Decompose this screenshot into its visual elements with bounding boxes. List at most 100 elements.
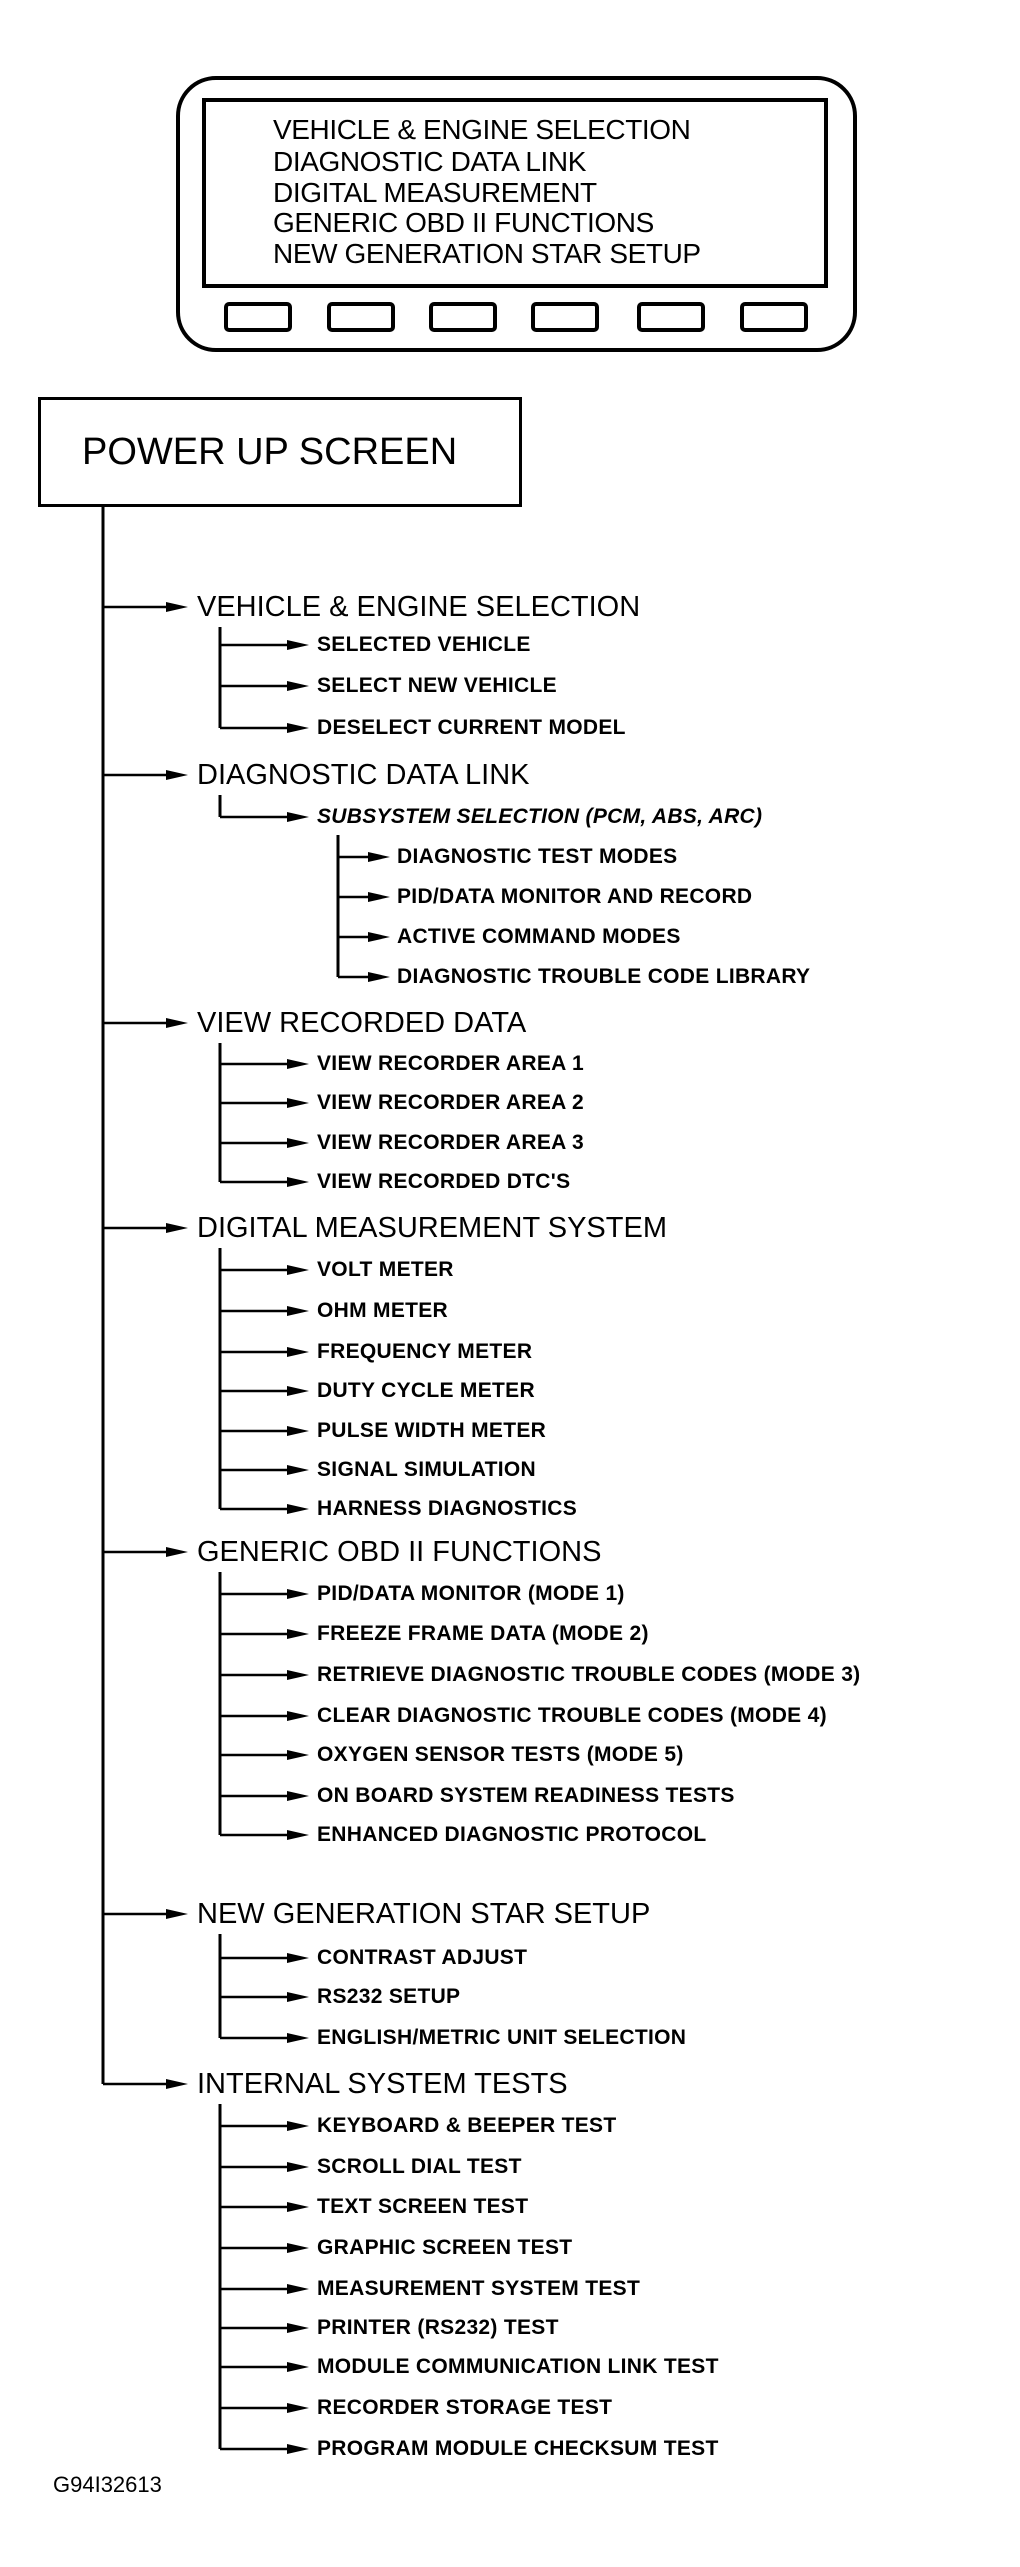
device-soft-key-4[interactable] bbox=[531, 302, 599, 332]
item-connector-arrowhead-icon bbox=[287, 1138, 309, 1148]
menu-item: ENHANCED DIAGNOSTIC PROTOCOL bbox=[317, 1823, 707, 1846]
item-connector-arrowhead-icon bbox=[287, 2202, 309, 2212]
section-connector-arrowhead-icon bbox=[166, 770, 188, 780]
menu-item: CONTRAST ADJUST bbox=[317, 1946, 528, 1969]
item-connector-arrowhead-icon bbox=[287, 2444, 309, 2454]
scan-tool-device-outline bbox=[176, 76, 857, 352]
menu-item: VIEW RECORDER AREA 1 bbox=[317, 1052, 584, 1075]
device-screen-line: DIGITAL MEASUREMENT bbox=[273, 177, 597, 208]
item-connector-arrowhead-icon bbox=[287, 1629, 309, 1639]
subitem-connector-arrowhead-icon bbox=[368, 892, 390, 902]
item-connector-arrowhead-icon bbox=[287, 1504, 309, 1514]
menu-item: KEYBOARD & BEEPER TEST bbox=[317, 2114, 617, 2137]
subsystem-menu-item: ACTIVE COMMAND MODES bbox=[397, 925, 681, 948]
item-connector-arrowhead-icon bbox=[287, 1265, 309, 1275]
item-connector-arrowhead-icon bbox=[287, 2362, 309, 2372]
item-connector-arrowhead-icon bbox=[287, 2121, 309, 2131]
menu-item: VIEW RECORDER AREA 2 bbox=[317, 1091, 584, 1114]
item-connector-arrowhead-icon bbox=[287, 1059, 309, 1069]
menu-item: SELECT NEW VEHICLE bbox=[317, 674, 557, 697]
menu-item: PID/DATA MONITOR (MODE 1) bbox=[317, 1582, 625, 1605]
item-connector-arrowhead-icon bbox=[287, 1750, 309, 1760]
section-connector-arrowhead-icon bbox=[166, 1547, 188, 1557]
subsystem-menu-item: DIAGNOSTIC TEST MODES bbox=[397, 845, 678, 868]
section-connector-arrowhead-icon bbox=[166, 2079, 188, 2089]
menu-item: DESELECT CURRENT MODEL bbox=[317, 716, 626, 739]
item-connector-arrowhead-icon bbox=[287, 1711, 309, 1721]
item-connector-arrowhead-icon bbox=[287, 1992, 309, 2002]
item-connector-arrowhead-icon bbox=[287, 723, 309, 733]
device-screen-line: NEW GENERATION STAR SETUP bbox=[273, 238, 701, 269]
item-connector-arrowhead-icon bbox=[287, 2284, 309, 2294]
menu-item: PROGRAM MODULE CHECKSUM TEST bbox=[317, 2437, 719, 2460]
item-connector-arrowhead-icon bbox=[287, 2033, 309, 2043]
section-heading: DIAGNOSTIC DATA LINK bbox=[197, 759, 530, 791]
menu-item: RETRIEVE DIAGNOSTIC TROUBLE CODES (MODE … bbox=[317, 1663, 861, 1686]
subitem-connector-arrowhead-icon bbox=[368, 932, 390, 942]
item-connector-arrowhead-icon bbox=[287, 1098, 309, 1108]
subsystem-menu-item: PID/DATA MONITOR AND RECORD bbox=[397, 885, 753, 908]
device-soft-key-1[interactable] bbox=[224, 302, 292, 332]
subsystem-selection-item: SUBSYSTEM SELECTION (PCM, ABS, ARC) bbox=[317, 805, 763, 828]
item-connector-arrowhead-icon bbox=[287, 2162, 309, 2172]
device-soft-key-3[interactable] bbox=[429, 302, 497, 332]
power-up-screen-box: POWER UP SCREEN bbox=[38, 397, 522, 507]
item-connector-arrowhead-icon bbox=[287, 1386, 309, 1396]
item-connector-arrowhead-icon bbox=[287, 1347, 309, 1357]
menu-item: ENGLISH/METRIC UNIT SELECTION bbox=[317, 2026, 687, 2049]
menu-item: FREQUENCY METER bbox=[317, 1340, 533, 1363]
section-connector-arrowhead-icon bbox=[166, 1018, 188, 1028]
menu-item: HARNESS DIAGNOSTICS bbox=[317, 1497, 578, 1520]
section-heading: DIGITAL MEASUREMENT SYSTEM bbox=[197, 1212, 667, 1244]
item-connector-arrowhead-icon bbox=[287, 2403, 309, 2413]
menu-item: DUTY CYCLE METER bbox=[317, 1379, 535, 1402]
section-heading: VIEW RECORDED DATA bbox=[197, 1007, 527, 1039]
menu-item: GRAPHIC SCREEN TEST bbox=[317, 2236, 573, 2259]
menu-item: RS232 SETUP bbox=[317, 1985, 461, 2008]
item-connector-arrowhead-icon bbox=[287, 1589, 309, 1599]
item-connector-arrowhead-icon bbox=[287, 2243, 309, 2253]
menu-item: RECORDER STORAGE TEST bbox=[317, 2396, 613, 2419]
menu-item: MODULE COMMUNICATION LINK TEST bbox=[317, 2355, 719, 2378]
item-connector-arrowhead-icon bbox=[287, 1426, 309, 1436]
device-screen-line: VEHICLE & ENGINE SELECTION bbox=[273, 114, 691, 145]
item-connector-arrowhead-icon bbox=[287, 1830, 309, 1840]
item-connector-arrowhead-icon bbox=[287, 681, 309, 691]
power-up-screen-label: POWER UP SCREEN bbox=[82, 431, 458, 473]
section-heading: NEW GENERATION STAR SETUP bbox=[197, 1898, 651, 1930]
item-connector-arrowhead-icon bbox=[287, 1670, 309, 1680]
menu-item: PULSE WIDTH METER bbox=[317, 1419, 547, 1442]
device-screen-line: DIAGNOSTIC DATA LINK bbox=[273, 146, 587, 177]
section-heading: VEHICLE & ENGINE SELECTION bbox=[197, 591, 641, 623]
figure-id: G94I32613 bbox=[53, 2472, 162, 2497]
menu-item: SELECTED VEHICLE bbox=[317, 633, 531, 656]
device-screen-line: GENERIC OBD II FUNCTIONS bbox=[273, 207, 654, 238]
section-connector-arrowhead-icon bbox=[166, 602, 188, 612]
menu-item: OHM METER bbox=[317, 1299, 449, 1322]
menu-item: PRINTER (RS232) TEST bbox=[317, 2316, 559, 2339]
device-soft-key-2[interactable] bbox=[327, 302, 395, 332]
scan-tool-screen bbox=[202, 98, 828, 288]
menu-item: OXYGEN SENSOR TESTS (MODE 5) bbox=[317, 1743, 684, 1766]
subitem-connector-arrowhead-icon bbox=[368, 972, 390, 982]
section-connector-arrowhead-icon bbox=[166, 1223, 188, 1233]
device-soft-key-5[interactable] bbox=[637, 302, 705, 332]
menu-item: VIEW RECORDER AREA 3 bbox=[317, 1131, 584, 1154]
device-soft-key-6[interactable] bbox=[740, 302, 808, 332]
subitem-connector-arrowhead-icon bbox=[368, 852, 390, 862]
section-heading: GENERIC OBD II FUNCTIONS bbox=[197, 1536, 602, 1568]
item-connector-arrowhead-icon bbox=[287, 1306, 309, 1316]
section-connector-arrowhead-icon bbox=[166, 1909, 188, 1919]
item-connector-arrowhead-icon bbox=[287, 812, 309, 822]
item-connector-arrowhead-icon bbox=[287, 2323, 309, 2333]
menu-item: VOLT METER bbox=[317, 1258, 454, 1281]
menu-item: MEASUREMENT SYSTEM TEST bbox=[317, 2277, 641, 2300]
item-connector-arrowhead-icon bbox=[287, 1465, 309, 1475]
menu-item: SCROLL DIAL TEST bbox=[317, 2155, 522, 2178]
item-connector-arrowhead-icon bbox=[287, 1177, 309, 1187]
menu-item: CLEAR DIAGNOSTIC TROUBLE CODES (MODE 4) bbox=[317, 1704, 827, 1727]
section-heading: INTERNAL SYSTEM TESTS bbox=[197, 2068, 568, 2100]
menu-item: ON BOARD SYSTEM READINESS TESTS bbox=[317, 1784, 735, 1807]
item-connector-arrowhead-icon bbox=[287, 1791, 309, 1801]
